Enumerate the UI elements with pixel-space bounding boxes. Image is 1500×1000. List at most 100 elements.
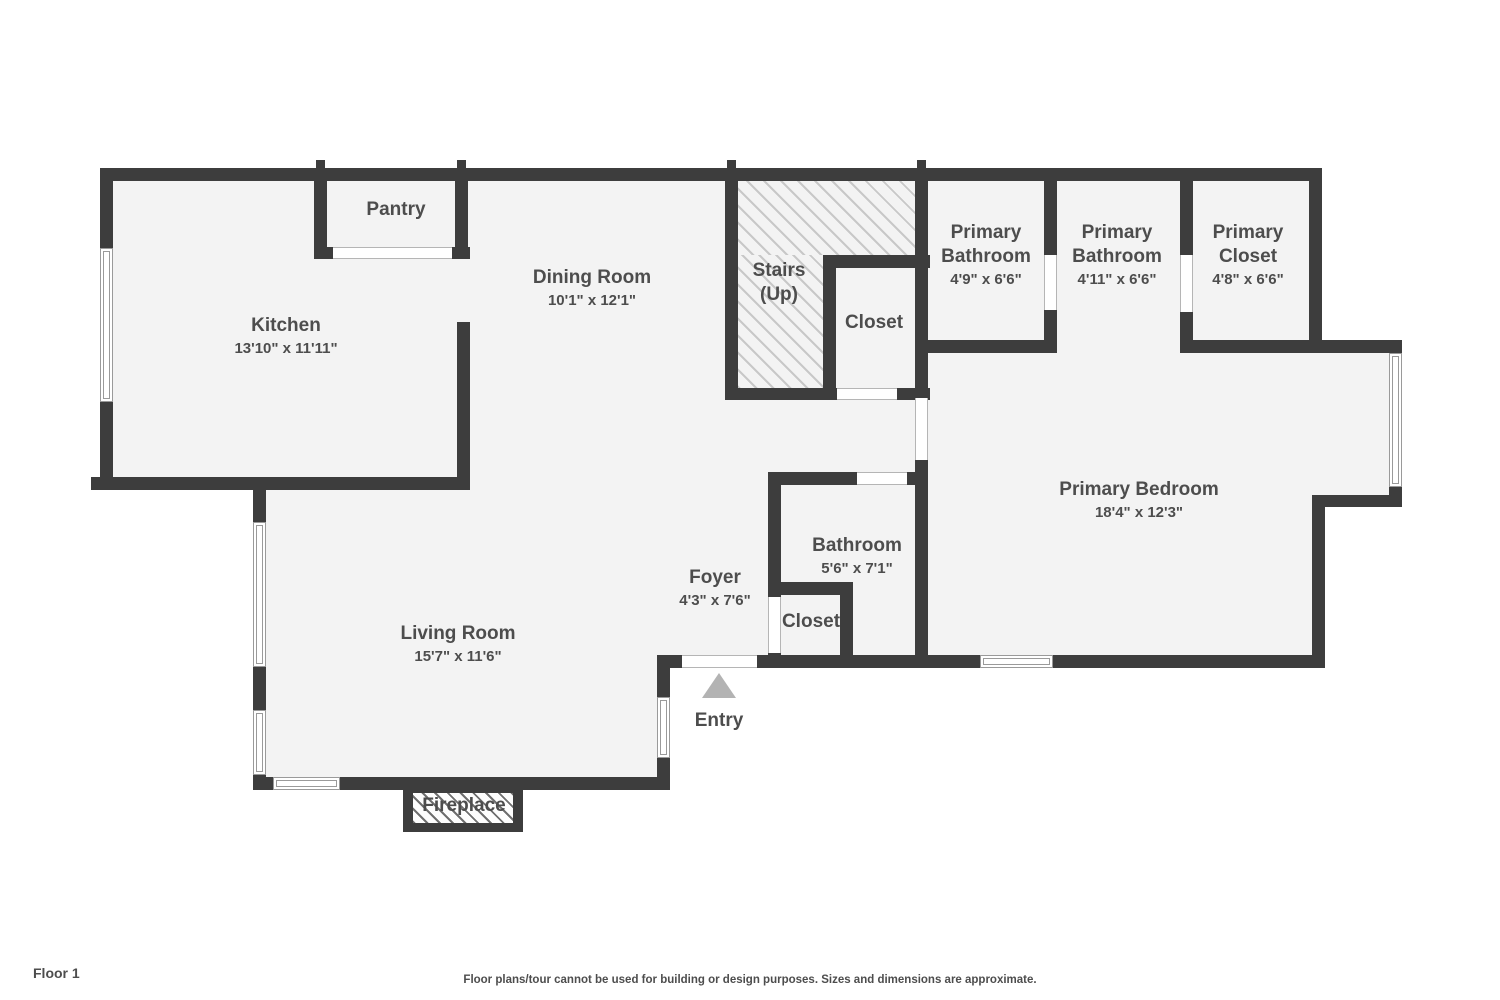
pantry-door-opening [333, 247, 452, 259]
wall-stairs-bottom-left [725, 388, 837, 400]
wall-bathroom1-right-lower [1044, 310, 1057, 353]
living-left-window-upper [253, 522, 266, 667]
wall-bedroom-right-lower [1312, 495, 1325, 668]
wall-bedroom-left-upper [915, 168, 928, 398]
wall-stairs-closet-top [823, 255, 930, 268]
bedroom-bottom-window [980, 655, 1053, 668]
room-label-stairs: Stairs (Up) [753, 259, 806, 307]
room-name: Closet [844, 312, 904, 333]
wall-pantry-left [314, 168, 327, 259]
room-name: Bathroom [941, 246, 1031, 267]
living-bottom-window [273, 777, 340, 790]
room-name: (Up) [760, 284, 798, 305]
room-label-pantry: Pantry [366, 198, 425, 222]
primary-closet-door-opening [1180, 255, 1193, 312]
wall-bottom-center [757, 655, 980, 668]
exterior-notch-5 [91, 477, 100, 490]
wall-living-left-seg3 [253, 775, 266, 790]
living-left-window-lower [253, 710, 266, 775]
room-label-bathroom: Bathroom 5'6" x 7'1" [812, 534, 902, 580]
room-dimensions: 15'7" x 11'6" [414, 648, 502, 665]
room-label-stairs-closet: Closet [845, 311, 903, 335]
entry-door-opening [682, 655, 757, 668]
floor-kitchen-block [100, 168, 470, 490]
room-label-primary-bedroom: Primary Bedroom 18'4" x 12'3" [1059, 478, 1218, 524]
wall-bottom-bedroom [1053, 655, 1325, 668]
room-name: Primary [950, 222, 1022, 243]
stairs-hatch-upper [738, 181, 915, 258]
bedroom-right-window [1389, 353, 1402, 487]
room-name: Living Room [400, 623, 516, 644]
exterior-notch-2 [457, 160, 466, 169]
wall-bathroom-left-upper [768, 472, 781, 597]
room-name: Primary [1212, 222, 1284, 243]
wall-pantry-right [455, 168, 468, 259]
room-dimensions: 4'11" x 6'6" [1077, 271, 1157, 288]
foyer-closet-door-opening [768, 597, 781, 653]
room-dimensions: 4'9" x 6'6" [950, 271, 1022, 288]
wall-bedroom-right-bottom [1389, 487, 1402, 507]
wall-primary-closet-bottom [1180, 340, 1402, 353]
bedroom-door-opening [915, 398, 928, 460]
floor-bedroom-extension [1322, 342, 1400, 507]
floor-title: Floor 1 [33, 965, 80, 981]
kitchen-left-window [100, 248, 113, 402]
room-name: Bathroom [812, 535, 902, 556]
wall-living-right-upper [657, 655, 670, 697]
wall-bedroom-notch-bottom [1312, 495, 1402, 507]
wall-stairs-left [725, 168, 738, 400]
disclaimer-text: Floor plans/tour cannot be used for buil… [463, 974, 1037, 986]
room-label-foyer-closet: Closet [782, 610, 840, 634]
wall-top-exterior [100, 168, 1322, 181]
room-label-entry: Entry [695, 709, 744, 733]
room-dimensions: 5'6" x 7'1" [821, 560, 893, 577]
entry-arrow-icon [702, 673, 736, 698]
room-label-fireplace: Fireplace [422, 794, 505, 818]
room-name: Closet [781, 611, 841, 632]
exterior-notch-4 [917, 160, 926, 169]
wall-foyer-closet-right [840, 582, 853, 668]
fireplace-hatch [413, 793, 513, 823]
room-dimensions: 18'4" x 12'3" [1094, 504, 1184, 521]
wall-bathroom-left-stub [768, 653, 781, 668]
room-name: Kitchen [251, 315, 321, 336]
wall-foyer-closet-top [768, 582, 853, 595]
wall-primary-bathroom1-bottom [915, 340, 1057, 353]
stairs-closet-door-opening [837, 388, 897, 400]
wall-kitchen-bottom [100, 477, 470, 490]
room-name: Dining Room [532, 267, 652, 288]
wall-bathroom-top-left [768, 472, 857, 485]
room-name: Primary Bedroom [1059, 479, 1219, 500]
stairs-hatch-lower [738, 255, 823, 388]
exterior-notch-3 [727, 160, 736, 169]
room-name: Stairs [752, 260, 806, 281]
room-label-living-room: Living Room 15'7" x 11'6" [400, 622, 515, 668]
room-name: Bathroom [1072, 246, 1162, 267]
floor-living-block [253, 477, 670, 790]
wall-bathroom1-right-upper [1044, 168, 1057, 255]
room-name: Pantry [366, 199, 426, 220]
wall-right-exterior-upper [1309, 168, 1322, 353]
living-right-window [657, 697, 670, 758]
wall-bathroom2-right-lower [1180, 312, 1193, 353]
bathroom-door-opening [857, 472, 907, 485]
room-name: Foyer [689, 567, 741, 588]
wall-living-left-seg1 [253, 477, 266, 522]
exterior-notch-1 [316, 160, 325, 169]
room-name: Fireplace [422, 795, 506, 816]
room-name: Closet [1218, 246, 1278, 267]
wall-bedroom-right-top [1389, 341, 1402, 353]
room-name: Primary [1081, 222, 1153, 243]
room-name: Entry [694, 710, 744, 731]
wall-kitchen-dining-divider [457, 322, 470, 490]
room-dimensions: 4'8" x 6'6" [1212, 271, 1284, 288]
wall-kitchen-left-upper [100, 168, 113, 248]
wall-living-left-seg2 [253, 667, 266, 710]
wall-stairs-closet-left [823, 255, 836, 400]
